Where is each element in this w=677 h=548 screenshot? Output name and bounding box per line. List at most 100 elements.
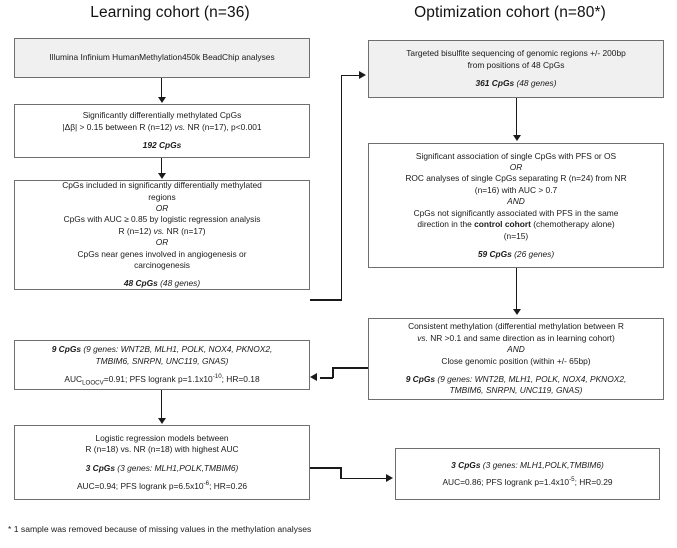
node-line: |Δβ| > 0.15 between R (n=12) vs. NR (n=1…: [62, 122, 261, 133]
connector-l2-to-l3-arrow: [157, 173, 166, 179]
result-genes: (3 genes: MLH1,POLK,TMBIM6): [480, 459, 604, 470]
column-title-learning-cohort: Learning cohort (n=36): [90, 4, 250, 21]
connector-l1-to-l2-line: [161, 78, 163, 98]
connector-r1-to-r2-arrow: [512, 135, 521, 141]
connector-r2-to-r3-arrow: [512, 309, 521, 315]
connector-l4-to-l5-line: [161, 390, 163, 419]
node-line: from positions of 48 CpGs: [467, 59, 565, 70]
text-frag: ; HR=0.18: [221, 374, 260, 385]
connector-l4-to-l5-arrow: [157, 418, 166, 424]
node-consistent-methylation[interactable]: Consistent methylation (differential met…: [368, 318, 664, 400]
node-learning-9-cpgs[interactable]: 9 CpGs (9 genes: WNT2B, MLH1, POLK, NOX4…: [14, 340, 310, 390]
node-result: 9 CpGs (9 genes: WNT2B, MLH1, POLK, NOX4…: [52, 344, 273, 355]
node-result: 3 CpGs (3 genes: MLH1,POLK,TMBIM6): [86, 463, 239, 474]
result-genes: (9 genes: WNT2B, MLH1, POLK, NOX4, PKNOX…: [81, 344, 273, 355]
text-frag-italic: vs.: [417, 332, 428, 343]
node-line: Significant association of single CpGs w…: [415, 150, 617, 161]
node-operator-and: AND: [507, 196, 525, 207]
node-operator-or: OR: [155, 202, 169, 213]
node-association-criteria[interactable]: Significant association of single CpGs w…: [368, 143, 664, 268]
connector-r1-to-r2-line: [516, 98, 518, 136]
node-line: Targeted bisulfite sequencing of genomic…: [406, 48, 626, 59]
node-line: (n=15): [503, 230, 529, 241]
text-frag: ; HR=0.29: [574, 477, 613, 487]
result-genes: (48 genes): [157, 278, 201, 289]
node-line: CpGs near genes involved in angiogenesis…: [77, 248, 247, 259]
result-genes-cont: TMBIM6, SNRPN, UNC119, GNAS): [95, 355, 229, 366]
connector-r3-to-l4-segment-h2: [320, 377, 333, 379]
text-frag: NR (n=17), p<0.001: [185, 121, 262, 132]
node-line: CpGs included in significantly different…: [62, 180, 262, 191]
node-line: Consistent methylation (differential met…: [408, 321, 624, 332]
node-targeted-bisulfite-sequencing[interactable]: Targeted bisulfite sequencing of genomic…: [368, 40, 664, 98]
connector-l5-to-r4-segment-h1: [310, 467, 341, 469]
node-result: 361 CpGs (48 genes): [475, 78, 556, 89]
node-significant-dmr-cpgs[interactable]: Significantly differentially methylated …: [14, 104, 310, 158]
text-frag-italic: vs.: [174, 121, 186, 132]
connector-l3-to-r1-segment-h2: [340, 74, 361, 77]
stats-superscript: -5: [569, 476, 575, 484]
node-line: CpGs not significantly associated with P…: [413, 207, 619, 218]
node-line: (n=16) with AUC > 0.7: [474, 184, 558, 195]
text-frag: |Δβ| > 0.15 between R (n=12): [62, 121, 175, 132]
text-frag: AUC: [64, 374, 83, 385]
stats-superscript: -10: [212, 373, 222, 381]
text-frag: AUC=0.94; PFS logrank p=6.5x10: [76, 480, 204, 491]
connector-l1-to-l2-arrow: [157, 97, 166, 103]
result-genes: (26 genes): [511, 248, 555, 259]
node-result: 3 CpGs (3 genes: MLH1,POLK,TMBIM6): [451, 460, 604, 471]
node-stats: AUCLOOCV=0.91; PFS logrank p=1.1x10-10; …: [64, 373, 260, 387]
result-count: 9 CpGs: [51, 344, 82, 355]
text-frag-bold: control cohort: [474, 219, 531, 230]
node-result: 48 CpGs (48 genes): [124, 278, 200, 289]
node-line: R (n=18) vs. NR (n=18) with highest AUC: [85, 444, 239, 455]
node-line: Illumina Infinium HumanMethylation450k B…: [49, 52, 275, 63]
node-operator-or: OR: [155, 237, 169, 248]
text-frag: direction in the: [417, 219, 475, 230]
result-count: 3 CpGs: [451, 459, 481, 470]
connector-l3-to-r1-arrow: [359, 70, 366, 79]
node-result: 59 CpGs (26 genes): [478, 249, 554, 260]
node-line: Logistic regression models between: [95, 432, 229, 443]
node-line: vs. NR >0.1 and same direction as in lea…: [417, 333, 615, 344]
result-count: 9 CpGs: [405, 373, 436, 384]
result-count: 59 CpGs: [477, 248, 512, 259]
node-line: carcinogenesis: [134, 260, 190, 271]
connector-r3-to-l4-segment-v: [332, 367, 334, 378]
connector-l5-to-r4-arrow: [386, 473, 393, 482]
node-stats: AUC=0.86; PFS logrank p=1.4x10-5; HR=0.2…: [442, 477, 612, 488]
column-title-optimization-cohort: Optimization cohort (n=80*): [414, 4, 606, 21]
node-line: Significantly differentially methylated …: [82, 110, 242, 121]
node-line: Close genomic position (within +/- 65bp): [441, 355, 591, 366]
text-frag: R (n=12): [118, 225, 154, 236]
node-stats: AUC=0.94; PFS logrank p=6.5x10-6; HR=0.2…: [77, 481, 247, 492]
text-frag: =0.91; PFS logrank p=1.1x10: [103, 374, 213, 385]
connector-r3-to-l4-segment-h1: [332, 367, 368, 369]
stats-superscript: -6: [203, 480, 210, 488]
footnote: * 1 sample was removed because of missin…: [8, 524, 312, 534]
node-illumina-beadchip[interactable]: Illumina Infinium HumanMethylation450k B…: [14, 38, 310, 78]
result-count: 48 CpGs: [123, 278, 158, 289]
node-line: ROC analyses of single CpGs separating R…: [405, 173, 627, 184]
node-cpg-selection-criteria[interactable]: CpGs included in significantly different…: [14, 180, 310, 290]
connector-l5-to-r4-segment-h2: [340, 477, 387, 480]
node-line: regions: [148, 191, 176, 202]
node-learning-3-cpgs[interactable]: Logistic regression models between R (n=…: [14, 425, 310, 500]
connector-l3-to-r1-segment-h1: [310, 299, 342, 301]
text-frag: AUC=0.86; PFS logrank p=1.4x10: [442, 477, 570, 487]
node-optimization-3-cpgs[interactable]: 3 CpGs (3 genes: MLH1,POLK,TMBIM6) AUC=0…: [395, 448, 660, 500]
connector-l3-to-r1-segment-v: [340, 75, 343, 300]
connector-r3-to-l4-arrow: [310, 373, 317, 381]
node-result: 9 CpGs (9 genes: WNT2B, MLH1, POLK, NOX4…: [406, 374, 627, 385]
text-frag: NR >0.1 and same direction as in learnin…: [427, 332, 615, 343]
result-count: 361 CpGs: [475, 78, 515, 89]
text-frag: ; HR=0.26: [209, 480, 248, 491]
text-frag: (chemotherapy alone): [530, 219, 615, 230]
result-count: 3 CpGs: [85, 462, 115, 473]
node-operator-or: OR: [509, 162, 523, 173]
text-frag-italic: vs.: [153, 225, 165, 236]
result-genes-cont: TMBIM6, SNRPN, UNC119, GNAS): [449, 385, 583, 396]
result-genes: (3 genes: MLH1,POLK,TMBIM6): [114, 462, 239, 473]
text-frag: NR (n=17): [164, 225, 206, 236]
